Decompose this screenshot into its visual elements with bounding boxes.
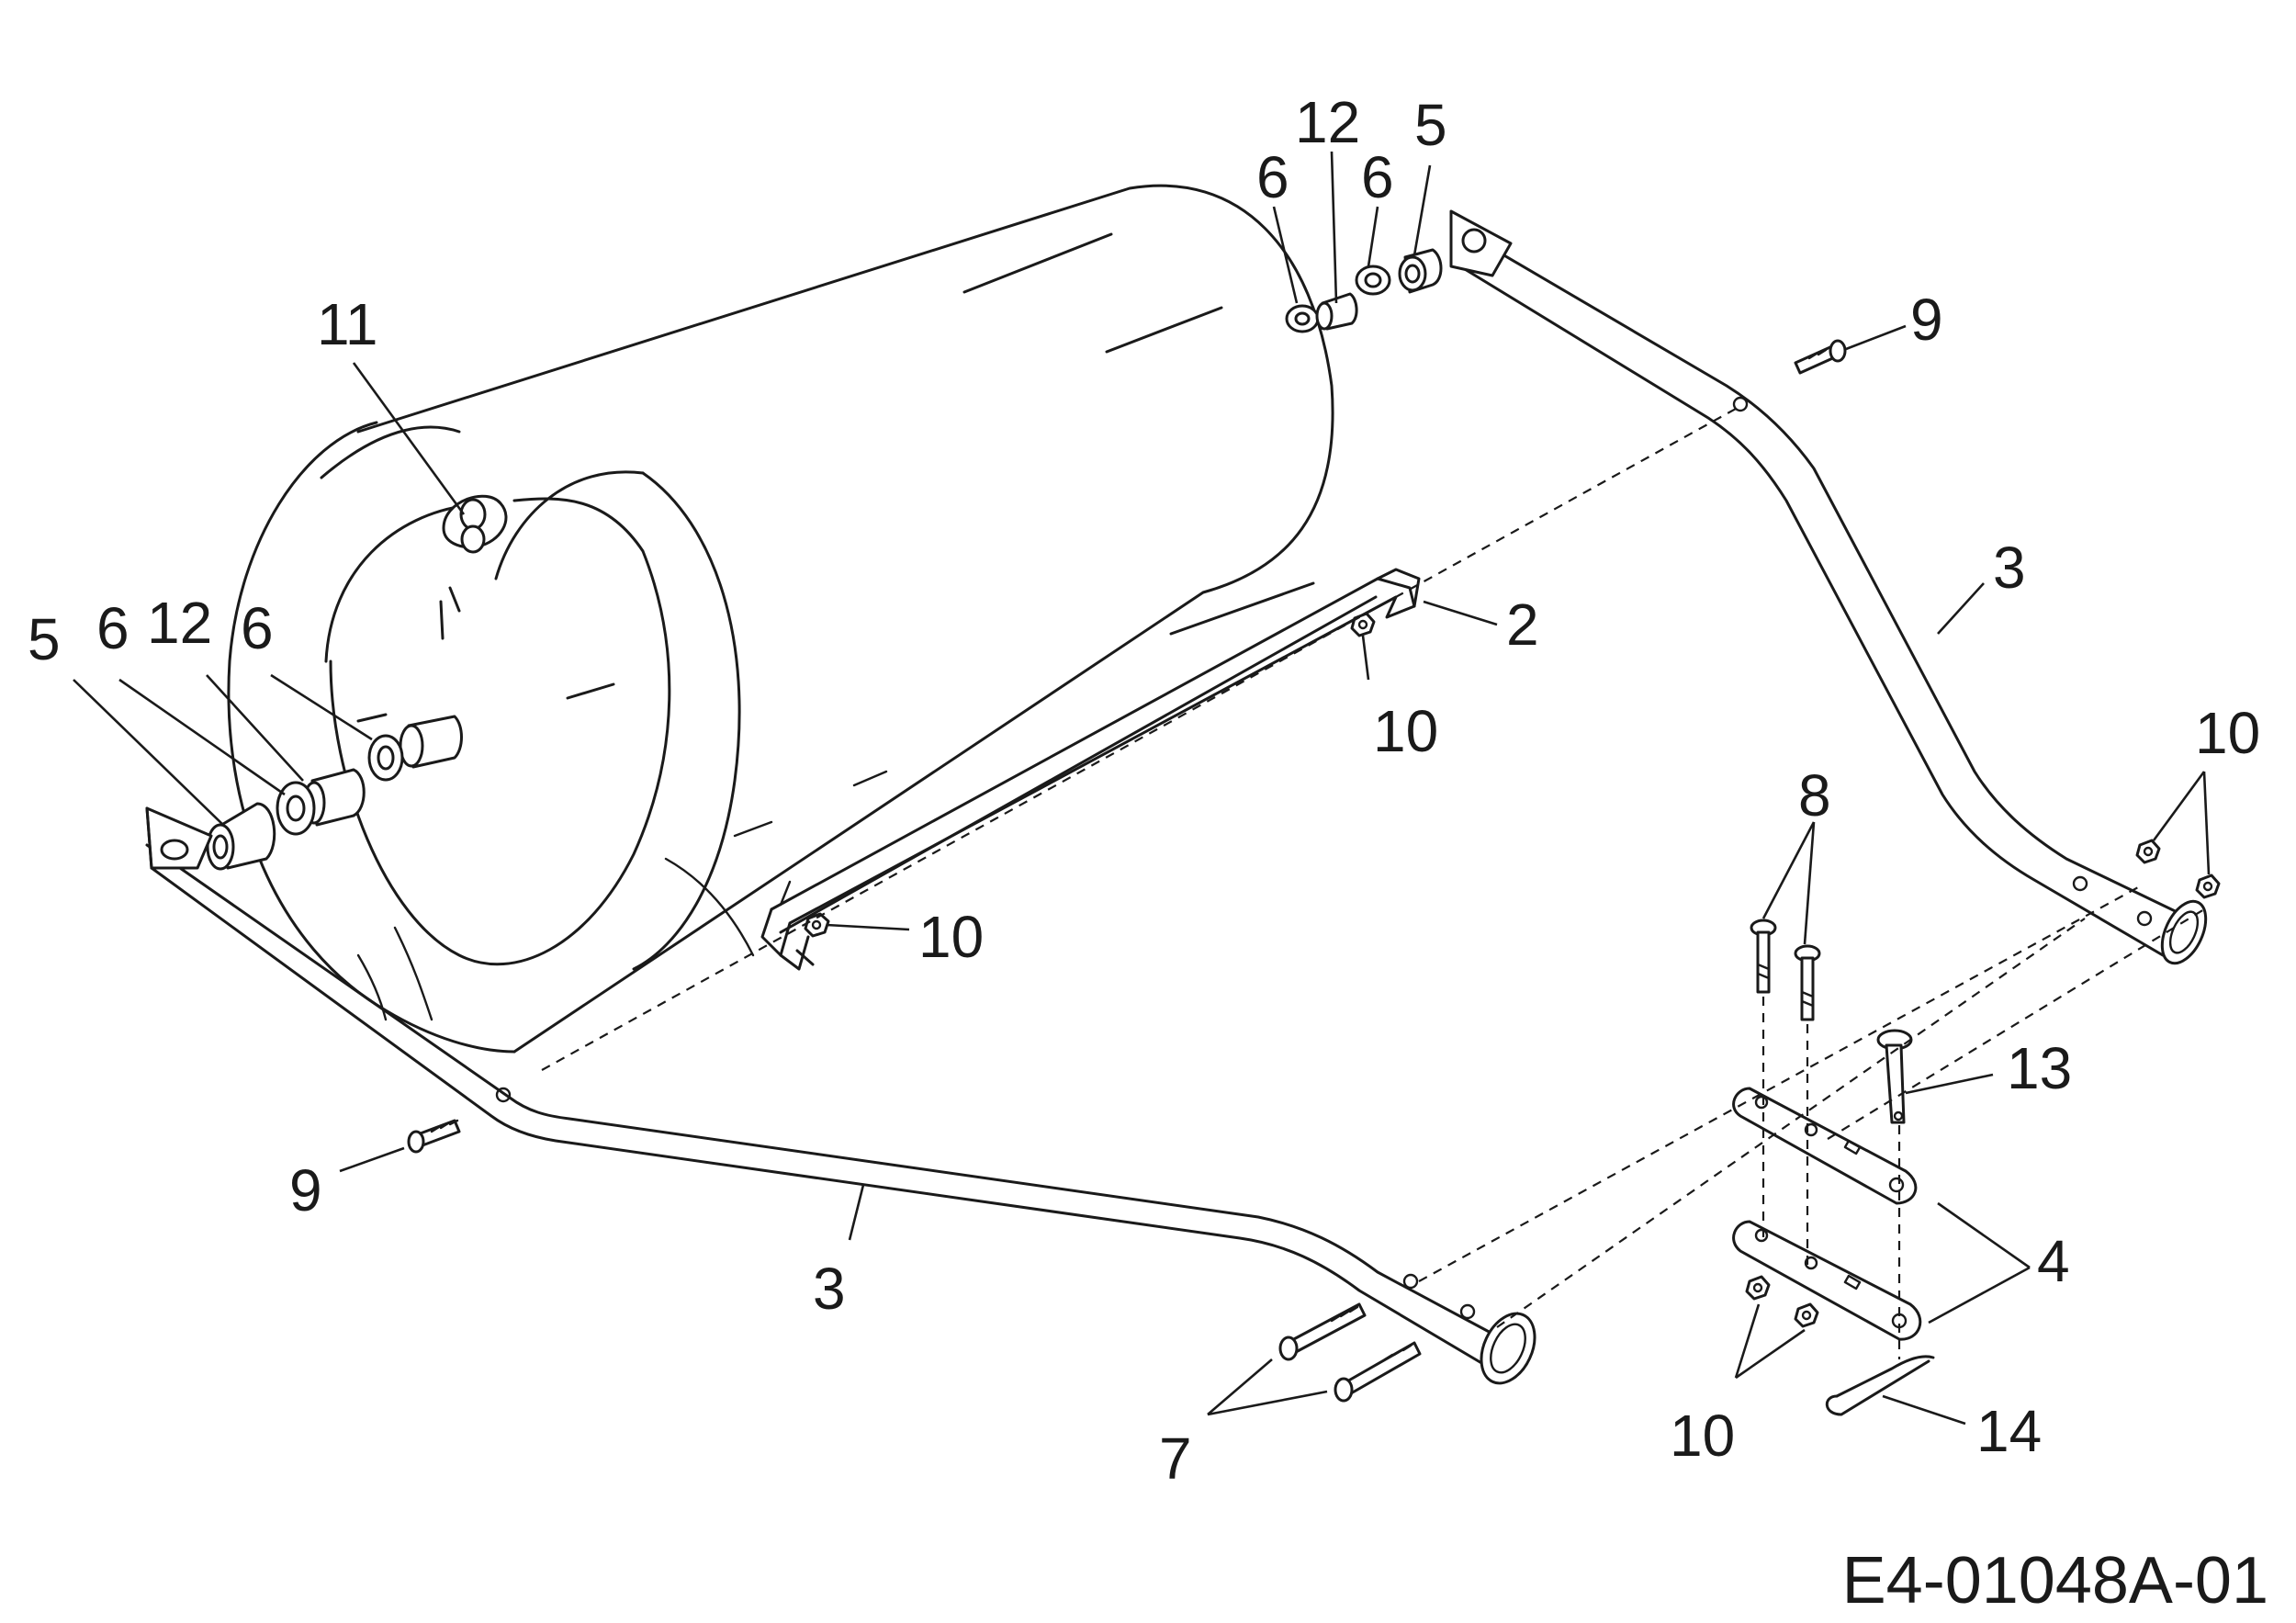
callout-6-right-b: 6 <box>1361 144 1394 210</box>
callout-labels: 2 3 3 4 5 5 6 6 6 6 7 8 9 9 10 10 10 10 … <box>28 89 2260 1492</box>
hairpin-clip-14 <box>1825 1355 1935 1416</box>
callout-13: 13 <box>2007 1035 2072 1101</box>
callout-4: 4 <box>2037 1228 2070 1294</box>
callout-10-crossbar-right: 10 <box>1373 698 1438 764</box>
callout-5-left: 5 <box>28 606 61 672</box>
bolt-7-upper <box>1278 1302 1367 1361</box>
bolt-8-left <box>1750 919 1777 994</box>
clevis-pin-13 <box>1876 1029 1913 1124</box>
nut-10-bracket-right <box>1794 1302 1819 1328</box>
callout-5-right: 5 <box>1414 92 1447 158</box>
callout-10-right: 10 <box>2195 700 2260 766</box>
left-bearing-stack <box>206 734 404 871</box>
callout-6-left-b: 6 <box>241 595 274 661</box>
leader-lines <box>73 151 2211 1426</box>
roller-drum <box>227 184 1334 1054</box>
bolt-7-lower <box>1334 1341 1422 1403</box>
callout-6-left-a: 6 <box>96 595 129 661</box>
bracket-4-upper <box>1732 1087 1918 1205</box>
callout-12-left: 12 <box>147 590 212 656</box>
handle-arm-right <box>1449 209 2208 965</box>
handle-arm-left <box>145 806 1536 1385</box>
callout-6-right-a: 6 <box>1256 144 1289 210</box>
callout-14: 14 <box>1976 1398 2042 1464</box>
nut-10-right-lower <box>2195 873 2221 899</box>
bolt-8-right <box>1794 944 1821 1021</box>
callout-11: 11 <box>317 291 377 357</box>
nut-10-right-upper <box>2135 839 2161 864</box>
callout-10-crossbar-left: 10 <box>918 904 984 970</box>
callout-8: 8 <box>1798 762 1831 828</box>
nut-10-crossbar-right <box>1350 612 1376 637</box>
callout-2: 2 <box>1506 592 1539 658</box>
callout-9-right: 9 <box>1910 287 1943 353</box>
assembly-dashed-lines <box>541 408 2205 1359</box>
axle-stub-left <box>399 715 463 769</box>
cross-bar <box>760 568 1421 971</box>
bolt-9-right <box>1794 339 1847 375</box>
callout-12-right: 12 <box>1295 89 1360 155</box>
callout-10-bracket: 10 <box>1670 1403 1735 1469</box>
callout-3-left: 3 <box>813 1256 846 1322</box>
right-bearing-stack <box>1285 248 1443 333</box>
callout-9-left: 9 <box>289 1157 322 1223</box>
bolt-9-left <box>407 1119 461 1154</box>
callout-7: 7 <box>1159 1426 1192 1492</box>
drawing-code: E4-01048A-01 <box>1842 1544 2268 1617</box>
nut-10-crossbar-left <box>804 912 830 938</box>
nut-10-bracket-left <box>1745 1275 1771 1301</box>
callout-3-right: 3 <box>1993 535 2026 601</box>
spacer-12-left <box>310 768 366 827</box>
